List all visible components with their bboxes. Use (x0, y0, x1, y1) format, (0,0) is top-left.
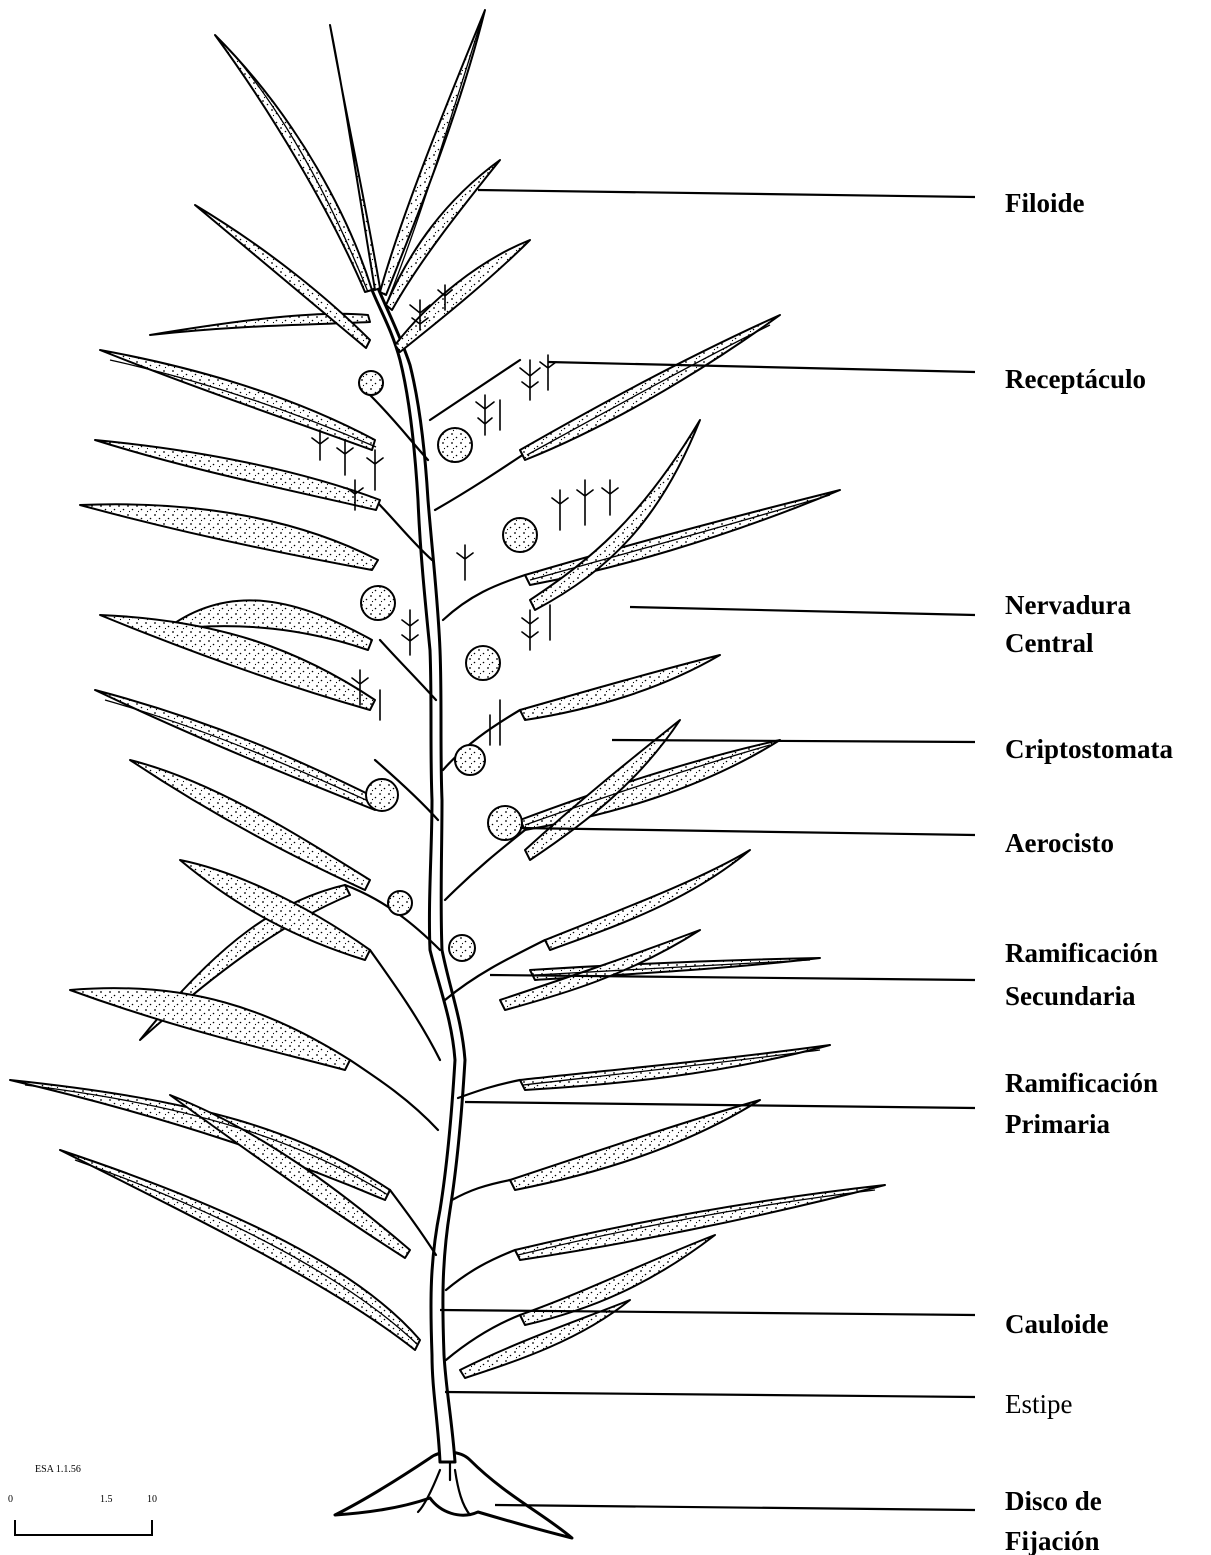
label-ram-sec-line1: Ramificación (1005, 938, 1158, 968)
leader-ramificacion-primaria (465, 1102, 975, 1108)
label-filoide: Filoide (1005, 188, 1085, 218)
scale-tick-mid: 1.5 (100, 1494, 113, 1505)
label-estipe: Estipe (1005, 1389, 1073, 1419)
label-criptostomata: Criptostomata (1005, 734, 1173, 764)
labels: Filoide Receptáculo Nervadura Central Cr… (1005, 188, 1173, 1555)
scale-bar: ESA 1.1.56 0 1.5 10 (8, 1464, 157, 1535)
label-ram-sec-line2: Secundaria (1005, 981, 1136, 1011)
leader-filoide (478, 190, 975, 197)
leader-receptaculo (548, 362, 975, 372)
holdfast-disc (335, 1452, 572, 1538)
label-disco-line1: Disco de (1005, 1486, 1102, 1516)
leader-disco-de-fijacion (495, 1505, 975, 1510)
label-cauloide: Cauloide (1005, 1309, 1109, 1339)
scale-tick-end: 10 (147, 1494, 157, 1505)
label-disco-line2: Fijación (1005, 1526, 1100, 1555)
receptacles (312, 285, 618, 745)
label-receptaculo: Receptáculo (1005, 364, 1146, 394)
aerocysts (359, 371, 537, 961)
label-nervadura-line2: Central (1005, 628, 1094, 658)
scale-line (15, 1520, 152, 1535)
leader-lines (440, 190, 975, 1510)
scale-caption: ESA 1.1.56 (35, 1464, 81, 1475)
leader-estipe (445, 1392, 975, 1397)
leader-criptostomata (612, 740, 975, 742)
leader-nervadura-central (630, 607, 975, 615)
scale-tick-start: 0 (8, 1494, 13, 1505)
leader-aerocisto (520, 828, 975, 835)
label-ram-pri-line1: Ramificación (1005, 1068, 1158, 1098)
plant-illustration (10, 10, 885, 1538)
label-ram-pri-line2: Primaria (1005, 1109, 1110, 1139)
label-nervadura-line1: Nervadura (1005, 590, 1131, 620)
label-aerocisto: Aerocisto (1005, 828, 1114, 858)
